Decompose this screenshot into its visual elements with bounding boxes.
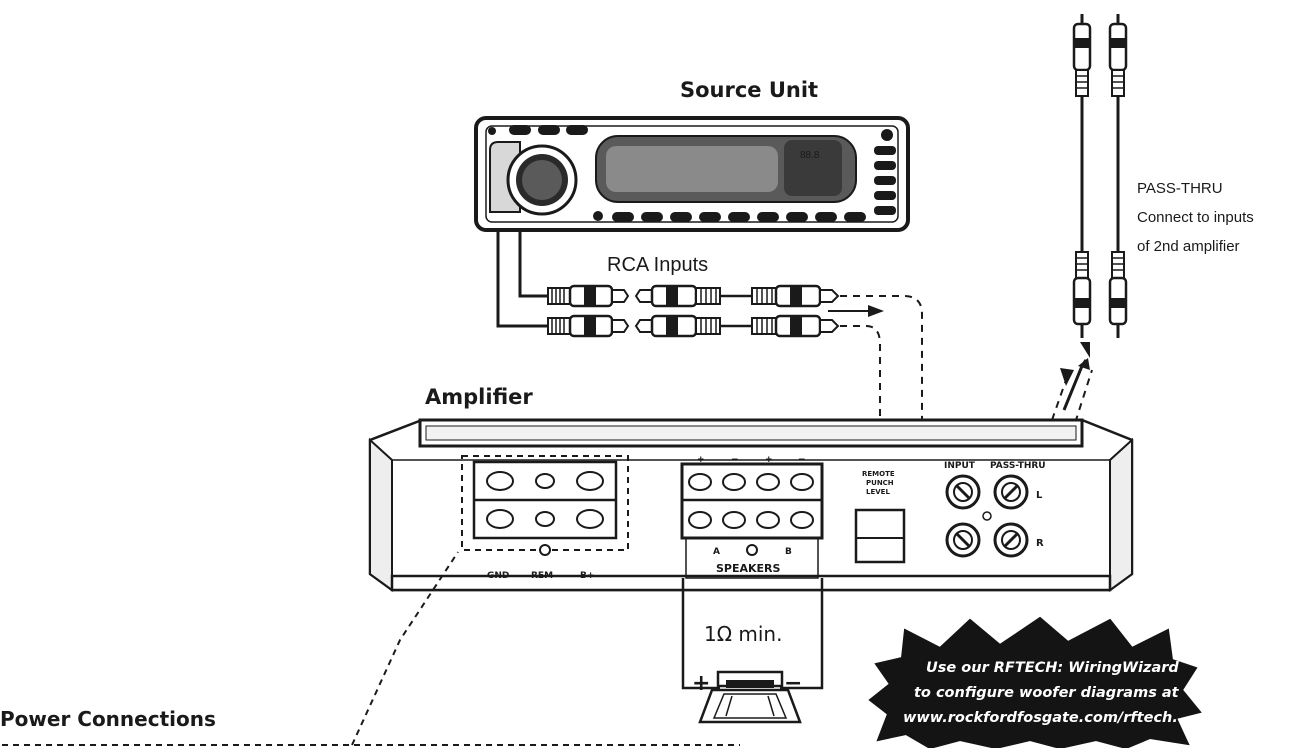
amplifier-label: Amplifier xyxy=(425,385,533,409)
terminal-sign-4: − xyxy=(798,455,806,465)
rca-plugs-row-1 xyxy=(547,284,840,308)
speaker-wires xyxy=(681,578,824,690)
terminal-sign-1: + xyxy=(697,455,705,465)
rca-jacks xyxy=(945,474,1029,558)
speakers-label: SPEAKERS xyxy=(716,562,781,575)
pass-thru-line-2: Connect to inputs xyxy=(1137,209,1254,226)
pass-thru-title: PASS-THRU xyxy=(1137,180,1223,197)
svg-text:88.8: 88.8 xyxy=(800,150,820,161)
speaker-plus: + xyxy=(692,671,710,696)
channel-b-label: B xyxy=(785,547,792,557)
callout-line-3: www.rockfordfosgate.com/rftech. xyxy=(903,710,1178,726)
power-dashed-lines xyxy=(2,551,740,746)
pass-thru-arrows xyxy=(1060,342,1090,411)
rca-inputs-label: RCA Inputs xyxy=(607,254,708,276)
callout-line-1: Use our RFTECH: WiringWizard xyxy=(926,660,1179,676)
impedance-label: 1Ω min. xyxy=(704,622,782,646)
power-connections-label: Power Connections xyxy=(0,707,216,731)
speaker-minus: − xyxy=(784,671,802,696)
subwoofer-icon xyxy=(698,670,802,724)
source-unit-head-unit: 88.8 xyxy=(474,116,910,232)
terminal-sign-3: + xyxy=(765,455,773,465)
power-terminal-block xyxy=(461,455,629,556)
channel-a-label: A xyxy=(713,547,720,557)
source-unit-label: Source Unit xyxy=(680,78,818,102)
remote-label-3: LEVEL xyxy=(866,488,890,496)
rca-cables xyxy=(496,228,548,328)
left-channel-label: L xyxy=(1036,490,1043,501)
bplus-label: B+ xyxy=(580,571,594,581)
terminal-sign-2: − xyxy=(731,455,739,465)
pass-thru-cables xyxy=(1072,14,1128,338)
callout-line-2: to configure woofer diagrams at xyxy=(914,685,1180,701)
remote-punch-port xyxy=(854,508,906,564)
signal-arrow xyxy=(828,305,884,317)
pass-thru-jack-label: PASS-THRU xyxy=(990,461,1046,471)
rca-plugs-row-2 xyxy=(547,314,840,338)
remote-label-1: REMOTE xyxy=(862,470,895,478)
remote-label-2: PUNCH xyxy=(866,479,894,487)
pass-thru-line-3: of 2nd amplifier xyxy=(1137,238,1240,255)
speaker-terminal-block xyxy=(680,462,824,579)
input-jack-label: INPUT xyxy=(944,461,976,471)
rftech-callout: Use our RFTECH: WiringWizard to configur… xyxy=(868,616,1202,748)
rem-label: REM xyxy=(531,571,553,581)
gnd-label: GND xyxy=(487,571,509,581)
right-channel-label: R xyxy=(1036,538,1044,549)
